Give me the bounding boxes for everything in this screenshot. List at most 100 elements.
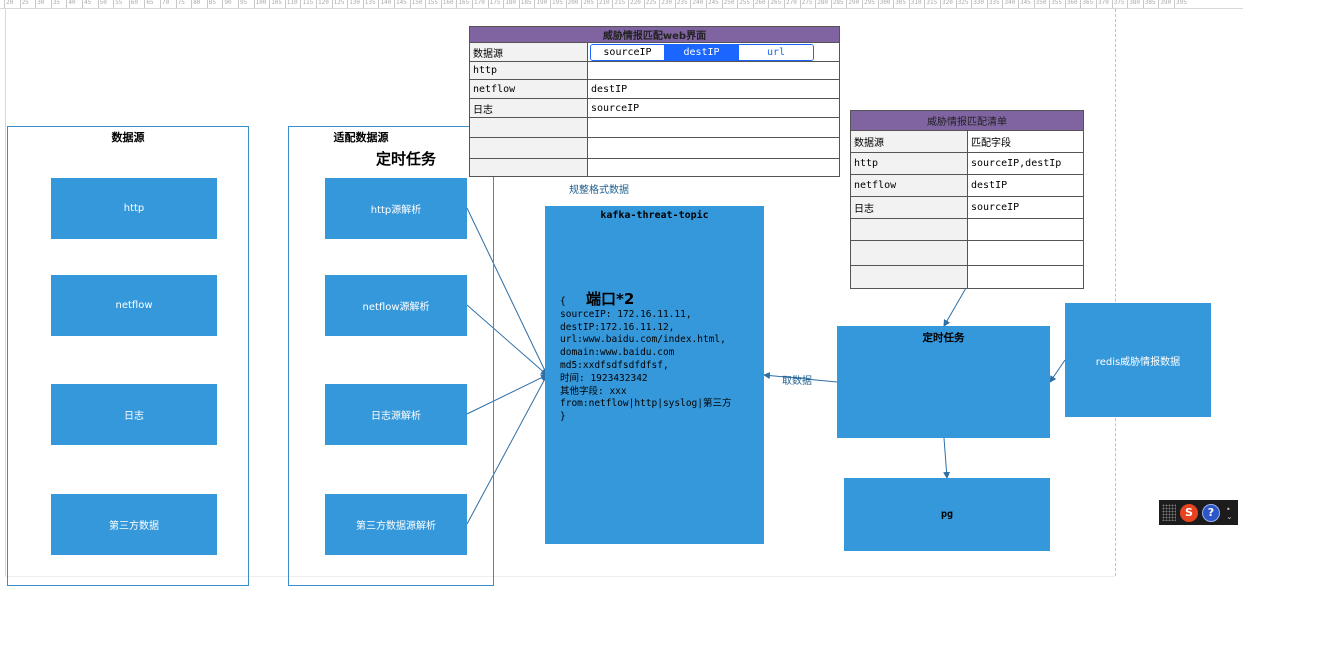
ime-toolbar[interactable]: S ? •⌄ [1159, 500, 1238, 525]
connector-task-to-pg[interactable] [943, 437, 951, 479]
parser-http-box[interactable]: http源解析 [325, 178, 467, 239]
ruler-tick [596, 0, 598, 8]
ruler-tick [659, 0, 661, 8]
ruler-tick-label: 240 [692, 0, 704, 6]
source-thirdparty-box[interactable]: 第三方数据 [51, 494, 217, 555]
connector-http-parser-to-kafka[interactable] [466, 207, 548, 376]
ruler-tick [128, 0, 130, 8]
ruler-tick-label: 370 [1098, 0, 1109, 6]
match-list-cell [850, 265, 968, 289]
web-table-row-key [469, 158, 588, 177]
ruler-tick [113, 0, 115, 8]
match-list-header-source: 数据源 [850, 130, 968, 153]
kafka-json-line: domain:www.baidu.com [560, 347, 675, 359]
match-list-cell[interactable]: destIP [967, 174, 1084, 197]
data-source-group[interactable]: 数据源 [7, 126, 249, 586]
web-table-row-key [469, 117, 588, 138]
tab-url[interactable]: url [739, 45, 813, 60]
match-list-cell[interactable]: sourceIP,destIp [967, 152, 1084, 175]
ruler-tick-label: 150 [411, 0, 423, 6]
connector-redis-to-task[interactable] [1049, 359, 1066, 383]
canvas-left-edge [5, 9, 6, 576]
ruler-tick-label: 375 [1113, 0, 1125, 6]
tab-sourceip[interactable]: sourceIP [591, 45, 665, 60]
drag-handle-icon[interactable] [1162, 504, 1176, 521]
ruler-tick-label: 330 [973, 0, 985, 6]
ruler-tick-label: 225 [645, 0, 657, 6]
match-list-cell [850, 240, 968, 266]
ruler-tick-label: 275 [801, 0, 813, 6]
ruler-tick [1018, 0, 1019, 8]
kafka-json-line: 其他字段: xxx [560, 385, 627, 397]
match-list-cell [850, 218, 968, 241]
ruler-tick [737, 0, 739, 8]
web-table-tab-cell: sourceIP destIP url [587, 42, 840, 62]
ruler-tick [222, 0, 224, 8]
ruler-tick [394, 0, 395, 8]
source-http-box[interactable]: http [51, 178, 217, 239]
connector-task-to-kafka[interactable] [763, 372, 838, 383]
ruler-tick [362, 0, 364, 8]
connector-log-parser-to-kafka[interactable] [466, 374, 548, 415]
kafka-topic-box[interactable]: kafka-threat-topic 端口*2 { sourceIP: 172.… [545, 206, 764, 544]
web-table-row-value[interactable] [587, 117, 840, 138]
parser-netflow-box[interactable]: netflow源解析 [325, 275, 467, 336]
ruler-tick [1033, 0, 1035, 8]
source-log-box[interactable]: 日志 [51, 384, 217, 445]
web-table-row-value[interactable] [587, 61, 840, 80]
data-source-group-title: 数据源 [111, 131, 145, 144]
tab-destip[interactable]: destIP [665, 45, 739, 60]
connector-thirdparty-parser-to-kafka[interactable] [466, 374, 548, 525]
ruler-tick-label: 200 [567, 0, 579, 6]
ruler-tick-label: 320 [942, 0, 953, 6]
kafka-json-line: md5:xxdfsdfsdfdfsf, [560, 359, 669, 371]
ruler-tick [284, 0, 286, 8]
match-list-title: 威胁情报匹配清单 [850, 110, 1084, 131]
ruler-tick-label: 220 [630, 0, 641, 6]
parser-log-box[interactable]: 日志源解析 [325, 384, 467, 445]
ruler-tick [1142, 0, 1144, 8]
connector-match-table-to-task[interactable] [943, 287, 967, 327]
match-list-cell[interactable]: sourceIP [967, 196, 1084, 219]
ruler-tick [253, 0, 255, 8]
ruler-tick-label: 210 [598, 0, 610, 6]
ruler-tick-label: 100 [255, 0, 267, 6]
match-list-cell[interactable] [967, 240, 1084, 266]
ruler-tick-label: 355 [1051, 0, 1063, 6]
ruler-tick-label: 110 [286, 0, 298, 6]
connector-netflow-parser-to-kafka[interactable] [466, 304, 548, 376]
pg-database-box[interactable]: pg [844, 478, 1050, 551]
ruler-tick-label: 395 [1176, 0, 1187, 6]
threat-match-list-table[interactable]: 威胁情报匹配清单 数据源 匹配字段 http sourceIP,destIp n… [850, 110, 1084, 289]
sogou-ime-icon[interactable]: S [1180, 503, 1198, 522]
ruler-tick-label: 190 [536, 0, 548, 6]
ruler-tick [1049, 0, 1051, 8]
match-list-cell[interactable] [967, 265, 1084, 289]
ruler-tick [955, 0, 957, 8]
ruler-tick-label: 35 [52, 0, 61, 6]
more-options-icon[interactable]: •⌄ [1226, 504, 1233, 521]
redis-threat-data-box[interactable]: redis威胁情报数据 [1065, 303, 1211, 417]
ruler-tick [82, 0, 83, 8]
web-table-row-value[interactable]: destIP [587, 79, 840, 99]
ruler-tick-label: 105 [271, 0, 283, 6]
ruler-tick-label: 140 [380, 0, 392, 6]
web-table-row-value[interactable] [587, 137, 840, 159]
parser-thirdparty-box[interactable]: 第三方数据源解析 [325, 494, 467, 555]
scheduled-task-box[interactable]: 定时任务 [837, 326, 1050, 438]
source-netflow-box[interactable]: netflow [51, 275, 217, 336]
match-list-cell[interactable] [967, 218, 1084, 241]
ruler-tick-label: 205 [583, 0, 595, 6]
ruler-tick-label: 185 [520, 0, 532, 6]
web-table-row-value[interactable] [587, 158, 840, 177]
web-table-row-value[interactable]: sourceIP [587, 98, 840, 118]
ruler-tick [862, 0, 863, 8]
parser-group[interactable]: 适配数据源 [288, 126, 494, 586]
ruler-tick [1064, 0, 1066, 8]
ruler-tick [331, 0, 333, 8]
ruler-tick-label: 25 [21, 0, 29, 6]
web-match-table[interactable]: 威胁情报匹配web界面 数据源 sourceIP destIP url http… [469, 26, 840, 177]
help-icon[interactable]: ? [1202, 503, 1220, 522]
ruler-tick-label: 255 [739, 0, 751, 6]
ruler-tick [35, 0, 37, 8]
